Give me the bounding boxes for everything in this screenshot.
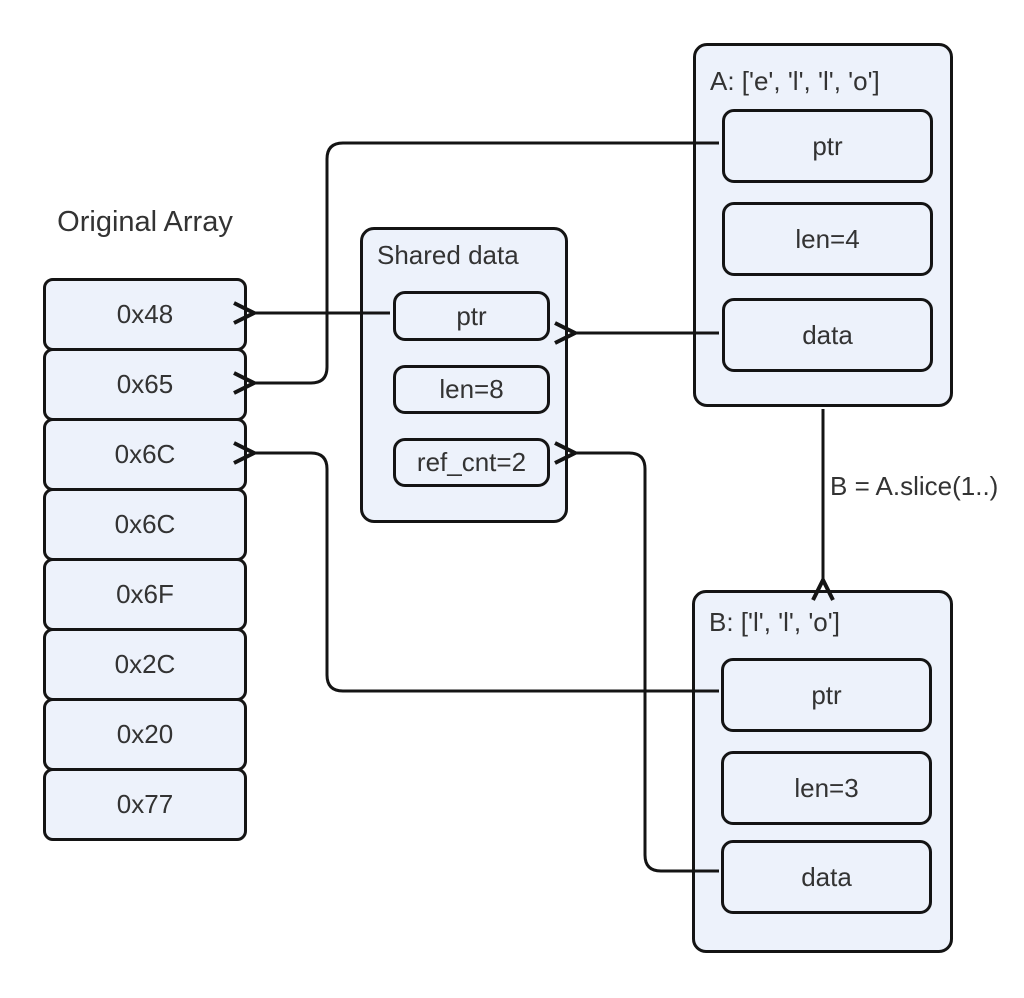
slice-b-field-ptr: ptr [721,658,932,732]
slice-operation-label: B = A.slice(1..) [830,471,999,502]
slice-b-field-data: data [721,840,932,914]
shared-field-refcnt: ref_cnt=2 [393,438,550,487]
slice-a-field-data: data [722,298,933,372]
slice-a-field-len: len=4 [722,202,933,276]
array-cell-6: 0x20 [43,698,247,771]
array-cell-1: 0x65 [43,348,247,421]
shared-data-node: Shared data ptr len=8 ref_cnt=2 [360,227,568,523]
array-cell-4: 0x6F [43,558,247,631]
slice-b-field-len: len=3 [721,751,932,825]
original-array-title: Original Array [57,206,233,238]
slice-a-node: A: ['e', 'l', 'l', 'o'] ptr len=4 data [693,43,953,407]
slice-b-node: B: ['l', 'l', 'o'] ptr len=3 data [692,590,953,953]
array-cell-5: 0x2C [43,628,247,701]
slice-a-label: A: ['e', 'l', 'l', 'o'] [710,66,880,96]
shared-field-ptr: ptr [393,291,550,341]
slice-a-field-ptr: ptr [722,109,933,183]
slice-b-label: B: ['l', 'l', 'o'] [709,607,840,637]
array-cell-3: 0x6C [43,488,247,561]
shared-field-len: len=8 [393,365,550,414]
shared-data-label: Shared data [377,240,519,270]
array-cell-2: 0x6C [43,418,247,491]
original-array: 0x48 0x65 0x6C 0x6C 0x6F 0x2C 0x20 0x77 [43,278,247,841]
array-cell-7: 0x77 [43,768,247,841]
array-cell-0: 0x48 [43,278,247,351]
